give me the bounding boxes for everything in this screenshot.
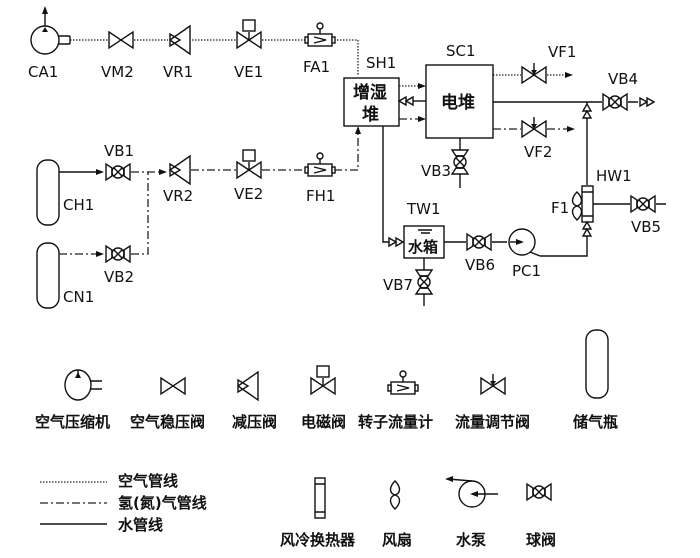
label-FH1: FH1	[306, 187, 335, 205]
ball-valve-VB7	[416, 270, 432, 294]
n2-line-merge	[131, 172, 149, 255]
ball-valve-VB2	[105, 245, 131, 263]
legend-label-cylinder: 储气瓶	[573, 413, 618, 431]
legend-gas-cylinder-icon	[585, 329, 609, 399]
legend-label-flow-control: 流量调节阀	[455, 413, 530, 431]
rotameter-FA1	[304, 22, 336, 47]
legend-label-solenoid: 电磁阀	[301, 413, 346, 431]
legend-label-air-line: 空气管线	[118, 472, 178, 490]
air-line-top	[70, 39, 359, 76]
legend-air-compressor-icon	[64, 369, 102, 401]
label-VF1: VF1	[548, 43, 576, 61]
label-HW1: HW1	[596, 167, 632, 185]
legend-heat-exchanger-icon	[314, 477, 326, 519]
label-SC1: SC1	[446, 42, 476, 60]
label-CN1: CN1	[63, 288, 94, 306]
legend-label-rotameter: 转子流量计	[358, 413, 433, 431]
air-compressor-CA1	[30, 6, 71, 55]
legend-label-compressor: 空气压缩机	[35, 413, 110, 431]
legend-water-pump-icon	[445, 476, 498, 508]
solenoid-valve-VE2	[236, 149, 262, 179]
water-line-sh1-tank	[382, 126, 392, 243]
label-F1: F1	[551, 199, 569, 217]
legend-air-regulator-icon	[160, 377, 186, 395]
rotameter-FH1	[304, 152, 336, 177]
legend-flow-control-valve-icon	[480, 373, 506, 395]
label-VB3: VB3	[421, 162, 451, 180]
legend-fan-icon	[389, 480, 401, 510]
label-VB4: VB4	[608, 70, 638, 88]
label-VR2: VR2	[163, 187, 193, 205]
label-FA1: FA1	[303, 58, 330, 76]
flow-control-valve-VF1	[521, 62, 547, 84]
solenoid-valve-VE1	[236, 19, 262, 49]
nitrogen-cylinder-CN1	[36, 242, 60, 309]
label-VR1: VR1	[163, 63, 193, 81]
legend-label-water-line: 水管线	[118, 516, 163, 534]
fan-F1	[571, 191, 583, 221]
label-VB2: VB2	[104, 268, 134, 286]
outlet-arrow-icon	[639, 97, 655, 107]
tank-text: 水箱	[408, 238, 438, 256]
humidifier-SH1-box	[343, 77, 400, 127]
hydrogen-cylinder-CH1	[36, 159, 60, 226]
label-VB6: VB6	[465, 256, 495, 274]
legend-label-pump: 水泵	[456, 531, 486, 549]
label-TW1: TW1	[406, 200, 441, 218]
label-VF2: VF2	[524, 143, 552, 161]
reducing-valve-VR2	[169, 155, 191, 185]
water-line-pump-to-hw1	[540, 222, 588, 257]
label-CA1: CA1	[28, 63, 58, 81]
ball-valve-VB1	[105, 163, 131, 181]
legend-label-h2-line: 氢(氮)气管线	[118, 494, 207, 512]
humidifier-text-2: 堆	[362, 104, 379, 125]
legend-label-air-regulator: 空气稳压阀	[130, 413, 205, 431]
legend-ball-valve-icon	[526, 483, 552, 501]
humidifier-text: 增湿	[353, 82, 387, 103]
ball-valve-VB6	[466, 233, 492, 251]
label-VM2: VM2	[101, 63, 134, 81]
label-VE1: VE1	[234, 63, 263, 81]
label-VB1: VB1	[104, 142, 134, 160]
legend-label-ball-valve: 球阀	[526, 531, 556, 549]
stack-text: 电堆	[441, 92, 475, 113]
legend-reducing-valve-icon	[237, 371, 259, 401]
ball-valve-VB3	[452, 150, 468, 174]
air-regulator-VM2	[108, 31, 134, 49]
label-VB5: VB5	[631, 218, 661, 236]
reducing-valve-VR1	[169, 25, 191, 55]
label-CH1: CH1	[63, 196, 94, 214]
label-SH1: SH1	[366, 54, 396, 72]
ball-valve-VB5	[630, 195, 656, 213]
label-VB7: VB7	[383, 276, 413, 294]
legend-label-reducer: 减压阀	[232, 413, 277, 431]
legend-rotameter-icon	[387, 370, 419, 395]
label-VE2: VE2	[234, 185, 263, 203]
legend-solenoid-valve-icon	[310, 365, 336, 395]
label-PC1: PC1	[512, 262, 541, 280]
legend-label-fan: 风扇	[382, 531, 412, 549]
fuel-cell-stack-SC1	[425, 64, 494, 139]
h2-line-to-sh1	[191, 128, 359, 171]
flow-control-valve-VF2	[521, 116, 547, 138]
legend-label-heat-exchanger: 风冷换热器	[280, 531, 356, 549]
water-pump-PC1	[508, 228, 541, 257]
ball-valve-VB4	[602, 93, 628, 111]
